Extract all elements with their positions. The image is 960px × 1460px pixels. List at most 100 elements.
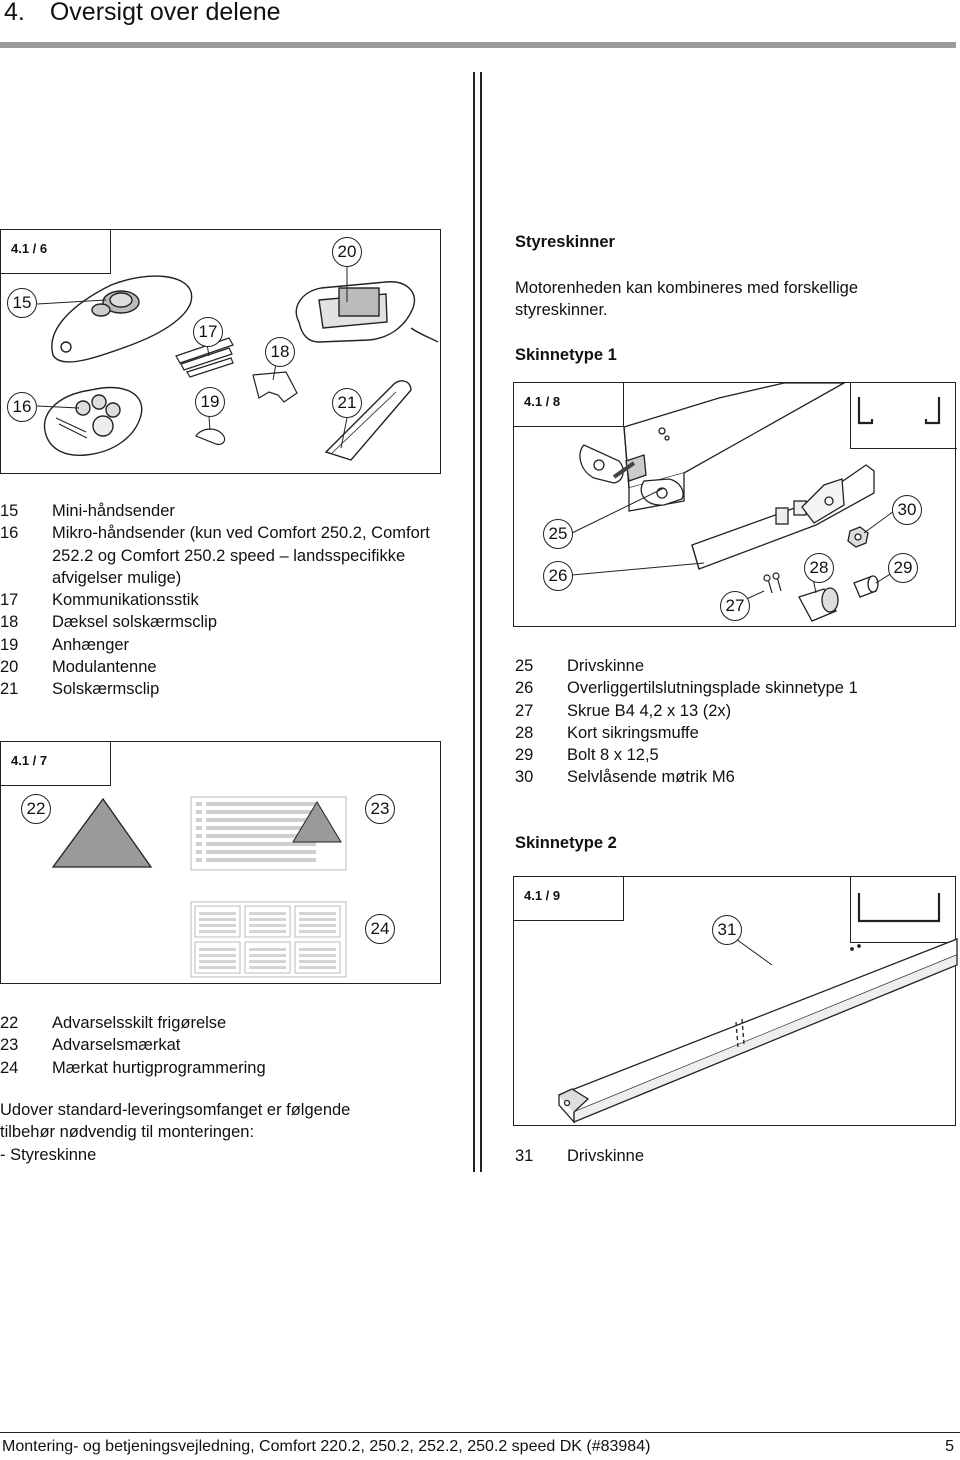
legend-text: Mærkat hurtigprogrammering [52,1058,266,1077]
communication-plug-drawing [175,337,234,378]
footer-rule [0,1432,960,1433]
callout-21: 21 [332,388,362,418]
figure-4-1-7: 4.1 / 7 [0,741,441,984]
leader-line [735,938,773,966]
module-antenna-drawing [295,281,439,343]
callout-30: 30 [892,495,922,525]
rail-profile-box [850,877,957,943]
mini-hand-transmitter-drawing [51,275,193,363]
title-rule [0,42,956,48]
rails-intro-line: Motorenheden kan kombineres med forskell… [515,279,859,297]
figure-label: 4.1 / 6 [1,230,111,274]
callout-31: 31 [712,915,742,945]
section-title: 4. Oversigt over delene [4,0,281,26]
callout-17: 17 [193,317,223,347]
page-number: 5 [945,1438,954,1455]
callout-27: 27 [720,591,750,621]
legend-item: 17 Kommunikationsstik [0,589,440,611]
legend-text: Bolt 8 x 12,5 [567,746,659,765]
accessory-note-line: - Styreskinne [0,1145,97,1164]
legend-num: 16 [0,524,19,543]
figure-label: 4.1 / 9 [514,877,624,921]
callout-29: 29 [888,553,918,583]
legend-num: 21 [0,680,19,699]
legend-num: 27 [515,701,534,720]
drive-rail-type-2-drawing [557,938,958,1124]
legend-num: 24 [0,1058,19,1077]
accessory-note: Udover standard-leveringsomfanget er føl… [0,1099,460,1166]
warning-sign-triangle [51,797,153,868]
legend-item: 23 Advarselsmærkat [0,1034,440,1056]
legend-num: 22 [0,1014,19,1032]
callout-22: 22 [21,794,51,824]
legend-text: Dæksel solskærmsclip [52,613,218,632]
legend-num: 20 [0,658,19,677]
legend-num: 23 [0,1036,19,1055]
legend-num: 28 [515,723,534,742]
legend-item: 27 Skrue B4 4,2 x 13 (2x) [515,700,955,722]
rail-profile-icon [857,893,941,923]
legend-text: Kommunikationsstik [52,591,199,610]
legend-num: 19 [0,635,19,654]
legend-item: 19 Anhænger [0,634,440,656]
legend-num: 17 [0,591,19,610]
callout-16: 16 [7,392,37,422]
hanger-drawing [195,428,226,445]
rail-type-2-illustration [557,893,958,1124]
legend-text: Skrue B4 4,2 x 13 (2x) [567,701,732,720]
legend-text: Mini-håndsender [52,502,175,520]
legend-item: 28 Kort sikringsmuffe [515,722,955,744]
callout-19: 19 [195,387,225,417]
legend-item: 26 Overliggertilslutningsplade skinnetype… [515,677,955,699]
legend-parts-22-24: 22 Advarselsskilt frigørelse 23 Advarselsm… [0,1012,440,1079]
legend-num: 15 [0,502,19,520]
legend-num: 30 [515,768,534,787]
footer-text: Montering- og betjeningsvejledning, Comf… [2,1438,651,1455]
quick-programming-sticker-drawing [190,901,347,978]
callout-28: 28 [804,553,834,583]
rails-intro: Motorenheden kan kombineres med forskell… [515,277,935,322]
callout-20: 20 [332,237,362,267]
legend-parts-15-21: 15 Mini-håndsender 16 Mikro-håndsender (ku… [0,500,440,701]
legend-item: 21 Solskærmsclip [0,678,440,700]
warning-labels-illustration [51,796,347,978]
nut-drawing [847,526,869,548]
legend-text: Kort sikringsmuffe [567,723,699,742]
sleeve-drawing [798,587,839,622]
bolt-drawing [853,575,879,598]
legend-item: 24 Mærkat hurtigprogrammering [0,1057,440,1079]
legend-item: 15 Mini-håndsender [0,500,440,522]
legend-num: 25 [515,657,534,675]
legend-text: Advarselsskilt frigørelse [52,1014,227,1032]
rails-intro-line: styreskinner. [515,301,608,320]
legend-text: Drivskinne [567,1147,645,1165]
legend-num: 18 [0,613,19,632]
legend-text: Advarselsmærkat [52,1036,181,1055]
figure-label: 4.1 / 8 [514,383,624,427]
header-connection-plate-drawing [691,464,875,570]
legend-item: 20 Modulantenne [0,656,440,678]
callout-18: 18 [265,337,295,367]
column-divider-right [480,72,482,1172]
legend-item: 16 Mikro-håndsender (kun ved Comfort 250.… [0,522,440,589]
hand-transmitters-illustration [36,267,439,461]
leader-lines [36,267,348,449]
legend-num: 26 [515,679,534,698]
legend-text: Anhænger [52,635,130,654]
legend-text: Solskærmsclip [52,680,160,699]
legend-text: Modulantenne [52,658,157,677]
callout-26: 26 [543,561,573,591]
rail-type-1-heading: Skinnetype 1 [515,346,617,364]
sunvisor-cover-drawing [252,371,298,403]
callout-25: 25 [543,519,573,549]
legend-num: 29 [515,746,534,765]
callout-24: 24 [365,914,395,944]
screws-drawing [763,572,782,594]
legend-text: Mikro-håndsender (kun ved Comfort 250.2,… [52,524,430,587]
micro-hand-transmitter-drawing [43,386,143,457]
rail-profile-box [850,383,957,449]
legend-text: Overliggertilslutningsplade skinnetype 1 [567,679,858,698]
callout-23: 23 [365,794,395,824]
